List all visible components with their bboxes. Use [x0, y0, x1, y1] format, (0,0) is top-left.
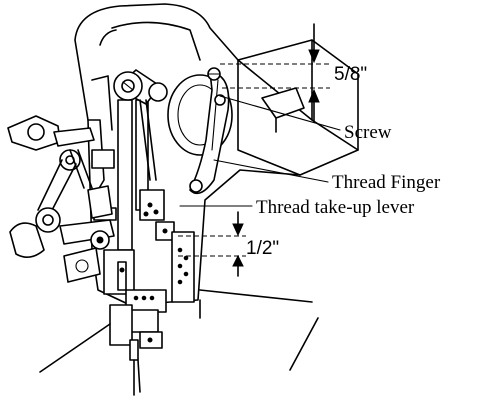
machine-head-illustration	[7, 3, 359, 396]
dimension-top: 5/8"	[220, 23, 367, 123]
measure-label-bottom: 1/2"	[246, 238, 279, 259]
screw-label: Screw	[344, 122, 392, 143]
measure-label-top: 5/8"	[334, 64, 367, 85]
leader-lines	[179, 95, 341, 207]
dimension-bottom: 1/2"	[178, 211, 279, 277]
thread-finger-label: Thread Finger	[332, 172, 441, 193]
take-up-lever-label: Thread take-up lever	[256, 197, 415, 218]
